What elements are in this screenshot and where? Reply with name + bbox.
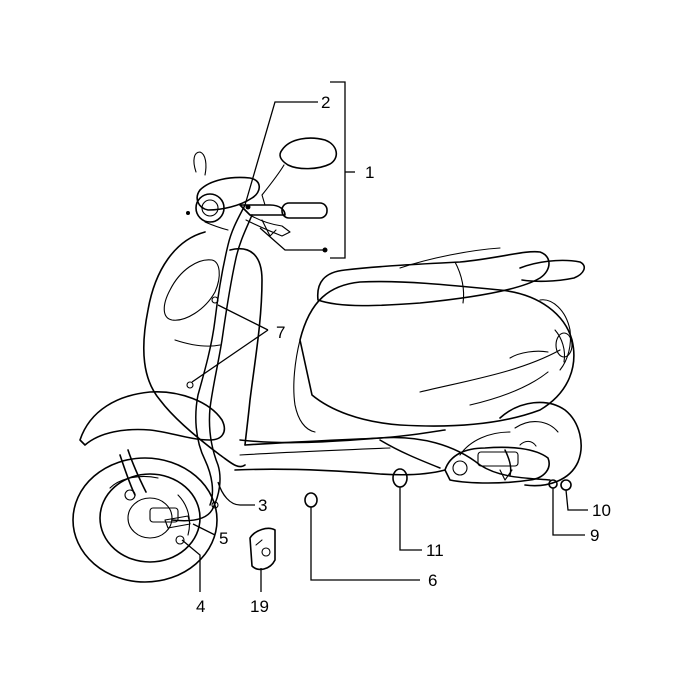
callout-5: 5 [219,529,228,548]
leader-lines [181,101,588,592]
grommet-part-6 [304,492,318,508]
clip-part-19 [249,527,276,571]
sleeve-part-11 [392,468,408,488]
rear-wheel [499,401,582,487]
cable-runs [171,204,551,522]
small-parts [164,247,572,571]
callout-9: 9 [590,526,599,545]
floorboard [234,429,446,476]
callout-labels: 1 2 3 4 5 6 7 9 10 11 19 [196,93,611,616]
front-fender [79,391,226,446]
callout-19: 19 [250,597,269,616]
callout-11: 11 [426,541,444,560]
callout-6: 6 [428,571,437,590]
callout-2: 2 [321,93,330,112]
callout-1: 1 [365,163,374,182]
rear-body [299,280,575,427]
inner-leg-shield [229,248,316,446]
front-shield [143,231,246,468]
mirror [261,137,338,206]
headset [186,151,261,231]
handlebar [239,202,328,237]
nut-part-10 [560,479,572,491]
callout-10: 10 [592,501,611,520]
rear-carrier [519,259,586,371]
kit-bracket [330,81,346,259]
seat [316,247,550,307]
callout-4: 4 [196,597,205,616]
engine-assembly [444,431,550,484]
front-fork [119,449,179,523]
callout-3: 3 [258,496,267,515]
callout-7: 7 [276,323,285,342]
